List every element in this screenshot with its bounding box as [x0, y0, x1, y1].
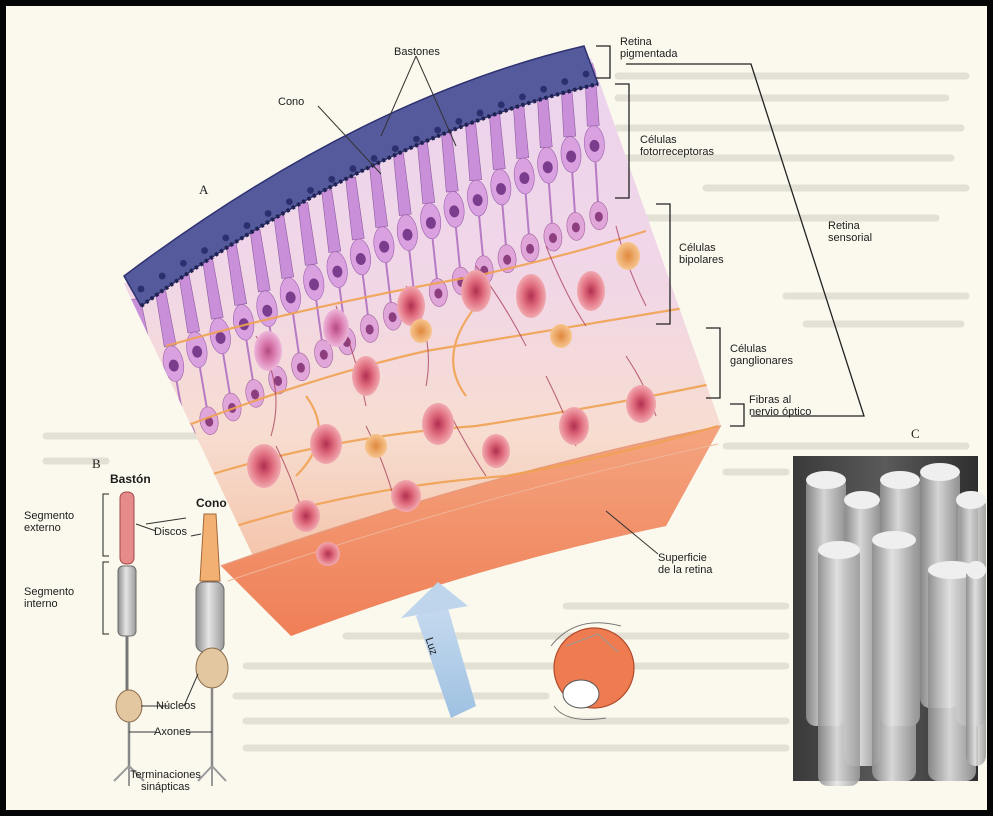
label-cono-b: Cono	[196, 496, 227, 510]
label-bastones: Bastones	[394, 46, 440, 58]
label-cono-top: Cono	[278, 96, 304, 108]
label-discos: Discos	[154, 526, 187, 538]
label-nucleos: Núcleos	[156, 700, 196, 712]
retina-illustration	[6, 6, 987, 810]
label-axones: Axones	[154, 726, 191, 738]
panel-label-c: C	[911, 426, 920, 442]
sem-micrograph	[793, 456, 986, 786]
label-baston: Bastón	[110, 472, 151, 486]
panel-label-a: A	[199, 182, 208, 198]
panel-label-b: B	[92, 456, 101, 472]
